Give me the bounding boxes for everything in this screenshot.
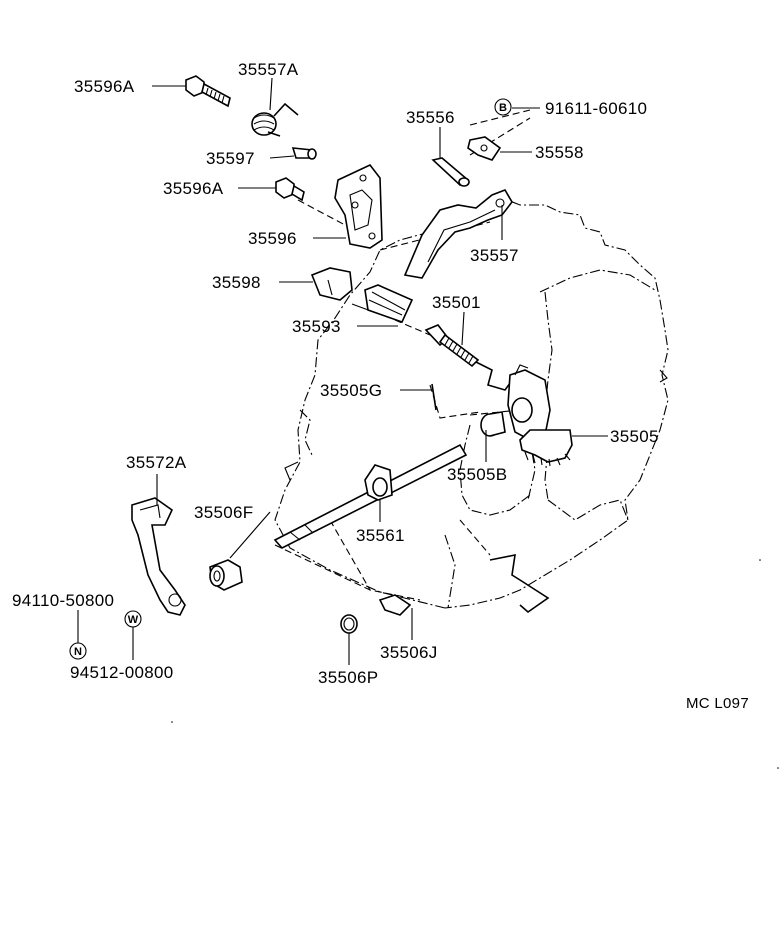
label-35572a: 35572A xyxy=(126,453,187,472)
bracket-35572a-icon xyxy=(131,497,186,616)
shaft-35561-icon xyxy=(273,443,468,549)
label-35506j: 35506J xyxy=(380,643,438,662)
label-35556: 35556 xyxy=(406,108,455,127)
svg-text:B: B xyxy=(499,102,507,114)
label-94110-50800: 94110-50800 xyxy=(12,591,114,610)
label-35506p: 35506P xyxy=(318,668,378,687)
label-35505g: 35505G xyxy=(320,381,382,400)
pin-35505g-icon xyxy=(431,383,437,411)
clip-35558-icon xyxy=(467,136,502,161)
bracket-35596-icon xyxy=(334,164,383,249)
bushing-35505b-icon xyxy=(480,411,506,437)
pin-35597-icon xyxy=(291,147,317,160)
diagram-code: MC L097 xyxy=(686,695,749,712)
pin-35556-icon xyxy=(431,157,470,187)
leader-lines xyxy=(77,77,608,665)
label-35505b: 35505B xyxy=(447,465,507,484)
label-35598: 35598 xyxy=(212,273,261,292)
cylinder-35593-icon xyxy=(351,284,414,323)
marker-n: N xyxy=(69,642,87,660)
label-35557: 35557 xyxy=(470,246,519,265)
label-35505: 35505 xyxy=(610,427,659,446)
label-35557a: 35557A xyxy=(238,60,299,79)
label-35596: 35596 xyxy=(248,229,297,248)
label-35597: 35597 xyxy=(206,149,255,168)
marker-b: B xyxy=(494,98,512,116)
label-94512-00800: 94512-00800 xyxy=(70,663,174,682)
spring-35557a-icon xyxy=(251,102,299,137)
label-35596a-top: 35596A xyxy=(74,77,135,96)
sector-gear-35505-icon xyxy=(507,364,573,467)
part-labels: 35596A 35557A 35597 35596A 35596 35598 3… xyxy=(12,60,749,712)
label-35593: 35593 xyxy=(292,317,341,336)
clip-35598-icon xyxy=(310,267,353,301)
detent-lever-35557-icon xyxy=(403,189,513,279)
lower-linkage-icon xyxy=(489,553,550,614)
bolt-35596a-mid-icon xyxy=(275,177,305,202)
label-35558: 35558 xyxy=(535,143,584,162)
svg-text:N: N xyxy=(74,646,82,658)
svg-text:W: W xyxy=(128,614,139,626)
bolt-35596a-top-icon xyxy=(185,75,231,108)
rod-35501-icon xyxy=(424,324,519,391)
lever-35506j-icon xyxy=(378,594,412,616)
label-35506f: 35506F xyxy=(194,503,253,522)
label-91611-60610: 91611-60610 xyxy=(545,99,647,118)
scan-specks xyxy=(171,559,779,769)
label-35561: 35561 xyxy=(356,526,405,545)
ring-35506p-icon xyxy=(340,614,358,634)
label-35501: 35501 xyxy=(432,293,481,312)
label-35596a-mid: 35596A xyxy=(163,179,224,198)
bushing-35506f-icon xyxy=(209,559,243,591)
marker-w: W xyxy=(124,610,142,628)
